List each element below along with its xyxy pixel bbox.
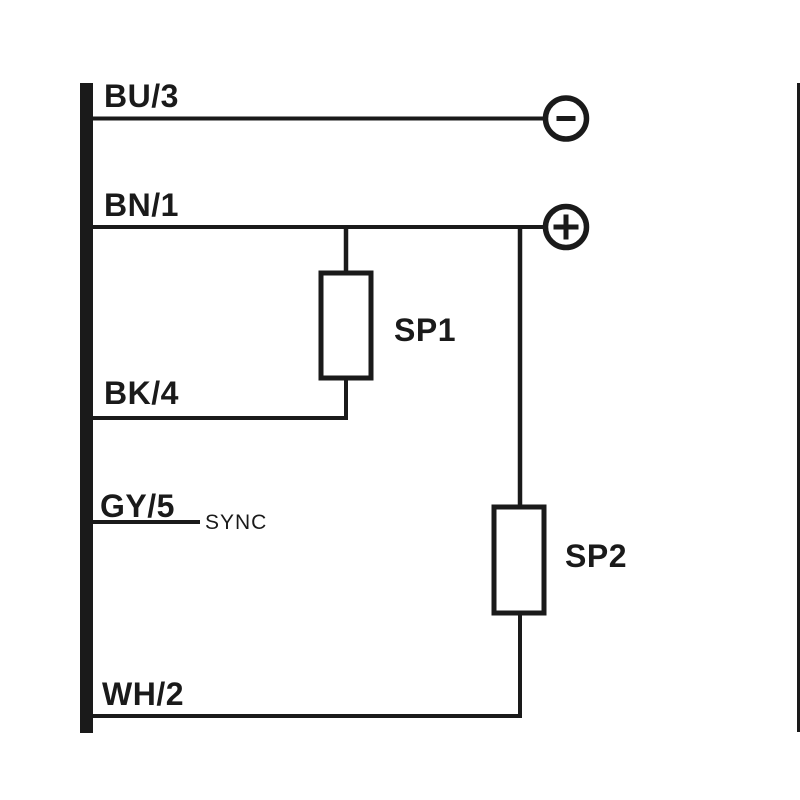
- wire-bk4: [91, 376, 348, 420]
- component-sp1-box: [318, 270, 374, 381]
- wire-label-bn1: BN/1: [104, 187, 179, 223]
- component-label-sp1: SP1: [394, 312, 456, 348]
- component-label-sp2: SP2: [565, 538, 627, 574]
- wire-label-gy5: GY/5: [100, 488, 175, 524]
- sync-annotation: SYNC: [205, 511, 267, 534]
- wire-label-bu3: BU/3: [104, 78, 179, 114]
- minus-terminal-circle: [542, 95, 590, 142]
- wire-label-wh2: WH/2: [102, 676, 184, 712]
- adjacent-diagram-edge-line: [797, 83, 800, 732]
- plus-icon: [553, 214, 579, 240]
- plus-terminal-circle: [542, 203, 590, 251]
- wire-wh2: [91, 611, 522, 718]
- component-sp2-box: [491, 504, 547, 616]
- connector-bus-bar: [80, 83, 93, 733]
- wire-label-bk4: BK/4: [104, 375, 179, 411]
